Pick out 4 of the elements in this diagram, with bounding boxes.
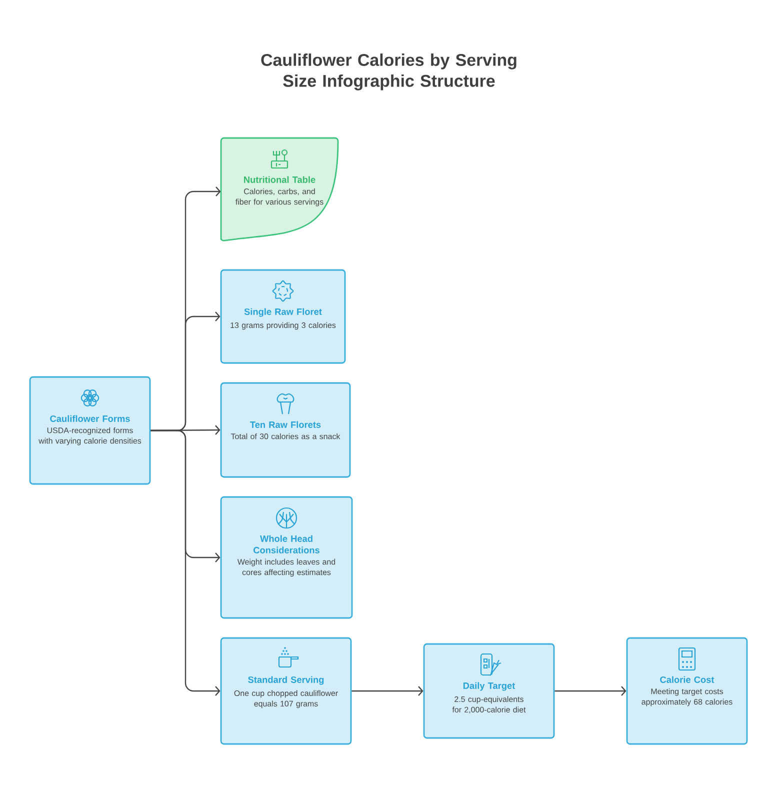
arrow (352, 686, 424, 696)
arrow (150, 430, 220, 696)
title: Cauliflower Calories by Serving Size Infographic Structure (261, 54, 516, 90)
arrow (554, 686, 626, 696)
